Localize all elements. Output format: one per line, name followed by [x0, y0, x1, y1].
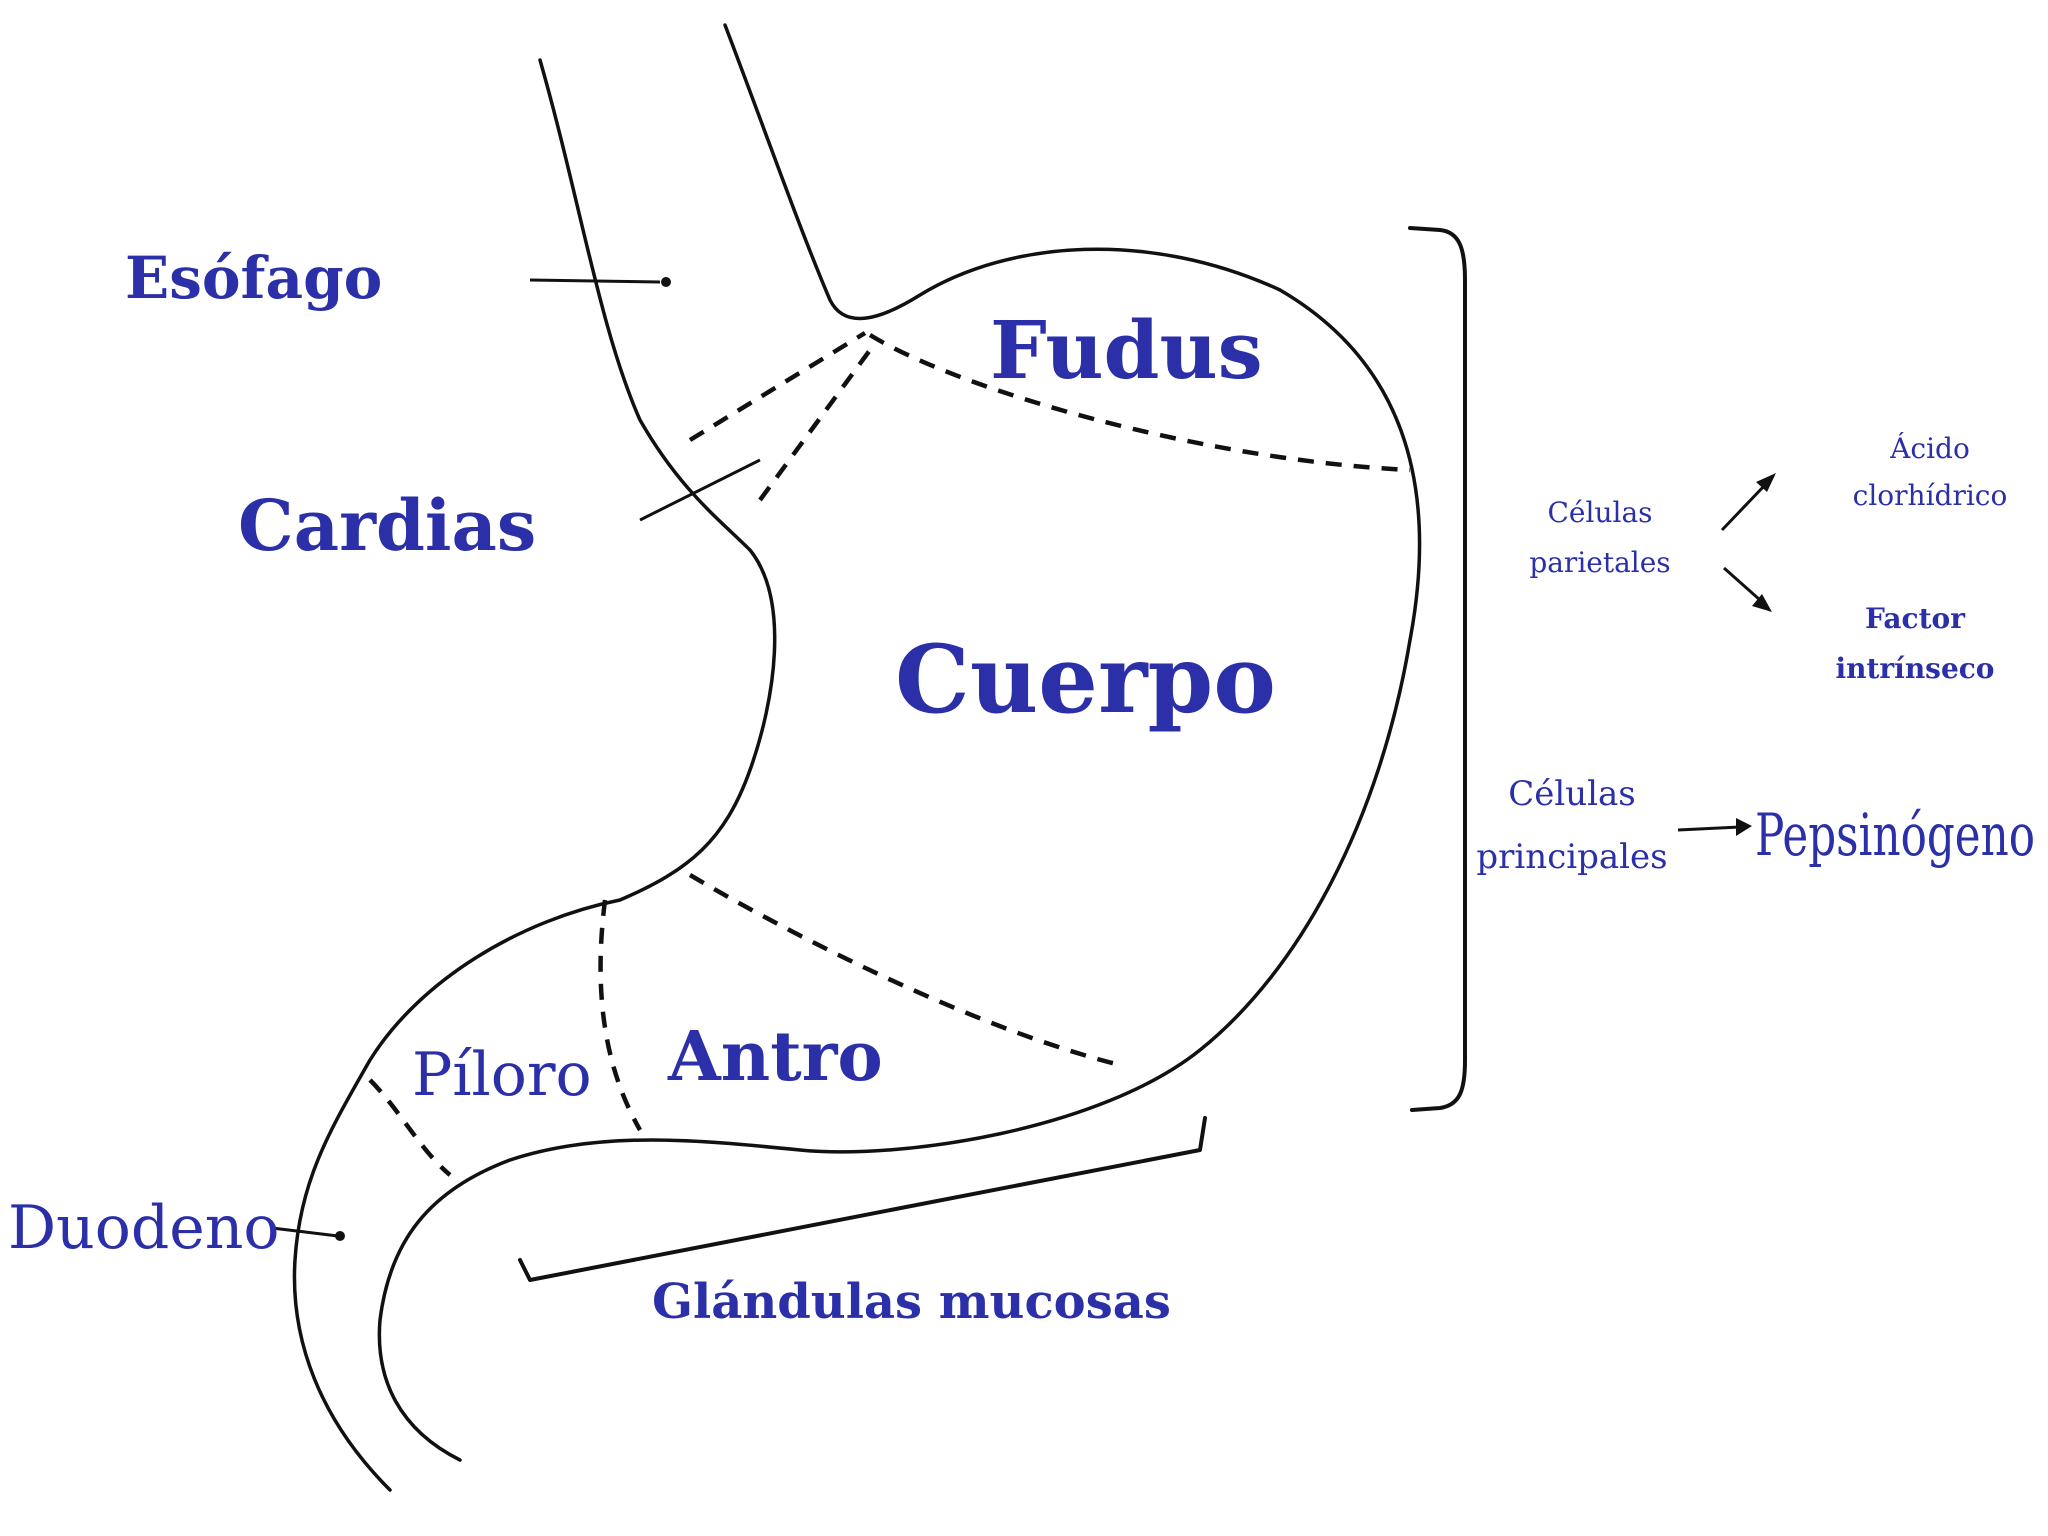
- mucous-glands-bracket: [518, 1116, 1207, 1282]
- mucous-glands-bracket-line: [518, 1116, 1207, 1282]
- label-cuerpo: Cuerpo: [895, 625, 1276, 735]
- label-antro: Antro: [667, 1017, 883, 1097]
- label-pepsinogeno: Pepsinógeno: [1755, 801, 2035, 869]
- greater-curvature-line: [377, 23, 1422, 1462]
- lesser-curvature-line: [292, 58, 777, 1492]
- secretion-arrows: [1677, 473, 1776, 836]
- duodeno-pointer-dot: [335, 1231, 345, 1241]
- label-acido-2: clorhídrico: [1853, 479, 2008, 512]
- label-factor-1: Factor: [1865, 602, 1966, 635]
- arrow-to-acido-line: [1720, 483, 1767, 532]
- label-fudus: Fudus: [990, 303, 1263, 397]
- arrow-to-pepsinogeno-head: [1736, 818, 1752, 836]
- label-duodeno: Duodeno: [8, 1193, 280, 1263]
- pylorus-dash-1: [598, 899, 642, 1132]
- label-celulas-principales-1: Células: [1508, 774, 1636, 814]
- label-acido-1: Ácido: [1889, 432, 1970, 465]
- arrow-to-acido-head: [1756, 473, 1776, 492]
- label-factor-2: intrínseco: [1836, 652, 1995, 685]
- label-celulas-parietales-2: parietales: [1529, 546, 1670, 579]
- antrum-dash: [688, 873, 1121, 1068]
- cardias-dash-1: [688, 331, 867, 442]
- labels: Esófago Fudus Cardias Cuerpo Antro Pílor…: [8, 244, 2035, 1330]
- arrow-to-pepsinogeno-line: [1677, 825, 1741, 832]
- label-cardias: Cardias: [238, 484, 536, 567]
- label-esofago: Esófago: [125, 244, 382, 312]
- pointers: [271, 277, 761, 1241]
- cardias-dash-2: [758, 348, 872, 502]
- arrow-to-factor-line: [1723, 566, 1761, 602]
- esofago-pointer-dot: [661, 277, 671, 287]
- body-bracket-line: [1408, 226, 1467, 1112]
- arrow-to-factor-head: [1752, 594, 1772, 612]
- label-piloro: Píloro: [412, 1040, 592, 1110]
- label-celulas-principales-2: principales: [1476, 837, 1667, 877]
- esofago-pointer: [529, 278, 661, 284]
- cardias-pointer: [639, 458, 761, 522]
- duodeno-pointer: [271, 1226, 339, 1238]
- label-celulas-parietales-1: Células: [1548, 496, 1653, 529]
- region-separators: [368, 331, 1411, 1177]
- label-glandulas-mucosas: Glándulas mucosas: [652, 1274, 1171, 1330]
- stomach-outline: [292, 23, 1422, 1492]
- body-bracket: [1408, 226, 1467, 1112]
- pylorus-dash-2: [368, 1078, 452, 1177]
